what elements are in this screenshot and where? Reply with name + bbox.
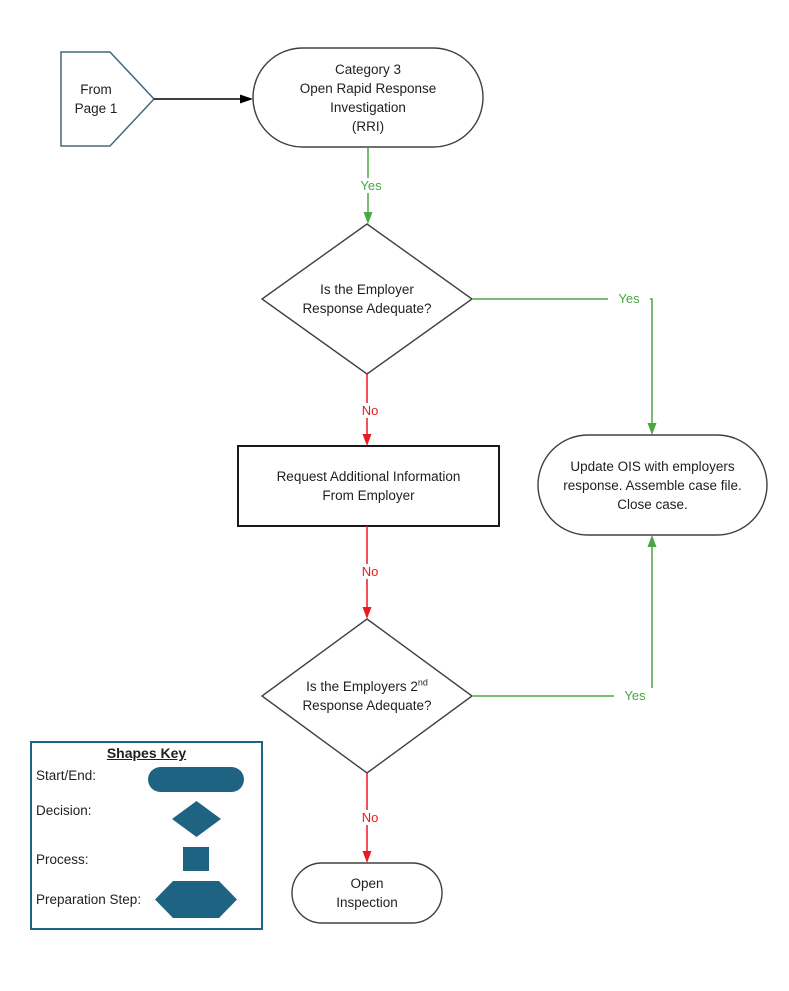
square-shape-icon [183,847,209,871]
update-ois-label: Update OIS with employers response. Asse… [563,458,742,512]
hexagon-shape-icon [155,881,237,918]
decision2-label-line2: Response Adequate? [302,698,432,713]
process1-shape [237,445,500,527]
legend-item-process: Process: [36,852,89,867]
edge-label-no-decision2: No [350,810,390,825]
edge-label-yes-decision2: Yes [614,688,656,703]
arrowhead-black [240,94,253,104]
edge-decision2-yes [472,547,653,697]
edge-label-yes-decision1: Yes [608,291,650,306]
arrowhead-red-down [362,851,372,863]
process1-label: Request Additional Information From Empl… [276,469,461,503]
edge-decision1-yes [472,298,653,423]
from-page-label: From Page 1 [74,82,118,116]
decision2-label: Is the Employers 2nd Response Adequate? [257,657,477,735]
edge-label-no-decision1: No [350,403,390,418]
start-node-label: Category 3 Open Rapid Response Investiga… [299,61,437,134]
edge-label-no-process: No [350,564,390,579]
arrowhead-green-down [363,212,373,224]
legend-item-decision: Decision: [36,803,92,818]
update-ois-node-shape [537,434,768,536]
arrowhead-red-down [362,607,372,619]
legend-item-start-end: Start/End: [36,768,97,783]
open-inspection-label: Open Inspection [336,876,398,910]
legend-item-preparation-step: Preparation Step: [36,892,142,907]
decision1-label: Is the Employer Response Adequate? [302,282,432,316]
diamond-shape-icon [172,801,221,837]
legend-title: Shapes Key [106,745,187,761]
arrowhead-red-down [362,434,372,446]
open-inspection-node-shape [291,862,443,924]
edge-label-yes-top: Yes [351,178,391,193]
arrowhead-green-down [647,423,657,435]
offpage-connector-shape [60,51,156,147]
stadium-shape-icon [148,767,244,792]
decision2-label-line1: Is the Employers 2nd [306,677,428,694]
arrowhead-green-up [647,535,657,547]
